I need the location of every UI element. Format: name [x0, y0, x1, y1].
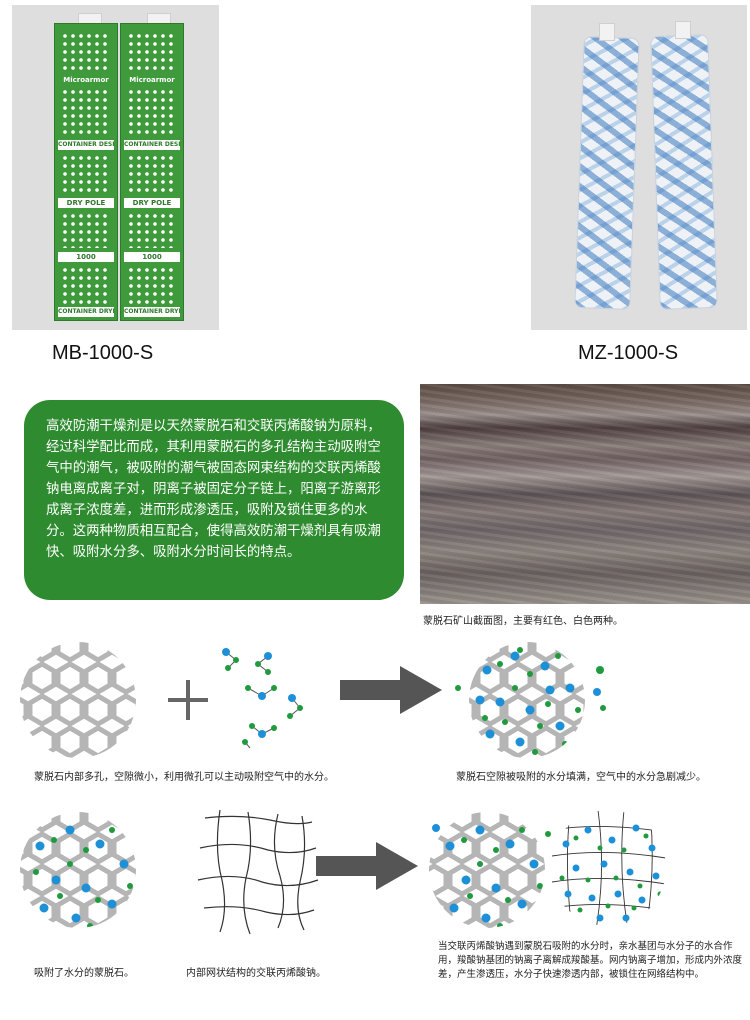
- honeycomb-with-polymer: [429, 812, 545, 928]
- diagram1-caption-right: 蒙脱石空隙被吸附的水分填满，空气中的水分急剧减少。: [456, 772, 706, 783]
- diagram-row-2: [20, 809, 666, 935]
- hanger-tab: [675, 21, 691, 39]
- band-label: 1000: [124, 252, 180, 262]
- diagram-row-1: [20, 642, 606, 758]
- honeycomb-absorbed: [20, 812, 136, 928]
- brand-label: Microarmor: [129, 76, 175, 84]
- polymer-network: [197, 809, 319, 935]
- diagram2-caption-c: 当交联丙烯酸钠遇到蒙脱石吸附的水分时，亲水基团与水分子的水合作用，羧酸钠基团的钠…: [438, 941, 743, 980]
- rock-caption: 蒙脱石矿山截面图，主要有红色、白色两种。: [423, 616, 623, 627]
- diagram2-caption-b: 内部网状结构的交联丙烯酸钠。: [186, 968, 326, 979]
- arrow-right-icon: [340, 666, 442, 714]
- band-label: DRY POLE: [124, 198, 180, 208]
- description-box: 高效防潮干燥剂是以天然蒙脱石和交联丙烯酸钠为原料，经过科学配比而成，其利用蒙脱石…: [24, 400, 404, 600]
- band-label: DRY POLE: [58, 198, 114, 208]
- swollen-polymer-network: [550, 810, 666, 926]
- model-label-mb: MB-1000-S: [52, 342, 154, 364]
- product-photo-mz: [531, 5, 747, 330]
- montmorillonite-mine-photo: [420, 384, 750, 604]
- plus-icon: [168, 680, 208, 720]
- honeycomb-filled: [469, 642, 585, 758]
- band-label: 1000: [58, 252, 114, 262]
- band-label: CONTAINER DESICCANT: [58, 140, 114, 150]
- description-text: 高效防潮干燥剂是以天然蒙脱石和交联丙烯酸钠为原料，经过科学配比而成，其利用蒙脱石…: [46, 419, 381, 560]
- desiccant-bag: [650, 34, 718, 310]
- hanger-tab: [599, 23, 615, 41]
- brand-label: Microarmor: [63, 76, 109, 84]
- desiccant-bag: [574, 36, 640, 310]
- honeycomb-structure: [20, 642, 136, 758]
- diagram2-caption-a: 吸附了水分的蒙脱石。: [34, 968, 134, 979]
- band-label: CONTAINER DESICCANT: [124, 140, 180, 150]
- product-photo-mb: Microarmor CONTAINER DESICCANT DRY POLE …: [12, 5, 219, 330]
- band-label: CONTAINER DRYⅡ: [58, 307, 114, 317]
- band-label: CONTAINER DRYⅡ: [124, 307, 180, 317]
- diagram1-caption-left: 蒙脱石内部多孔，空隙微小，利用微孔可以主动吸附空气中的水分。: [34, 772, 334, 783]
- desiccant-strip: Microarmor CONTAINER DESICCANT DRY POLE …: [120, 23, 184, 321]
- arrow-right-icon: [316, 842, 418, 890]
- desiccant-strip: Microarmor CONTAINER DESICCANT DRY POLE …: [54, 23, 118, 321]
- model-label-mz: MZ-1000-S: [578, 342, 679, 364]
